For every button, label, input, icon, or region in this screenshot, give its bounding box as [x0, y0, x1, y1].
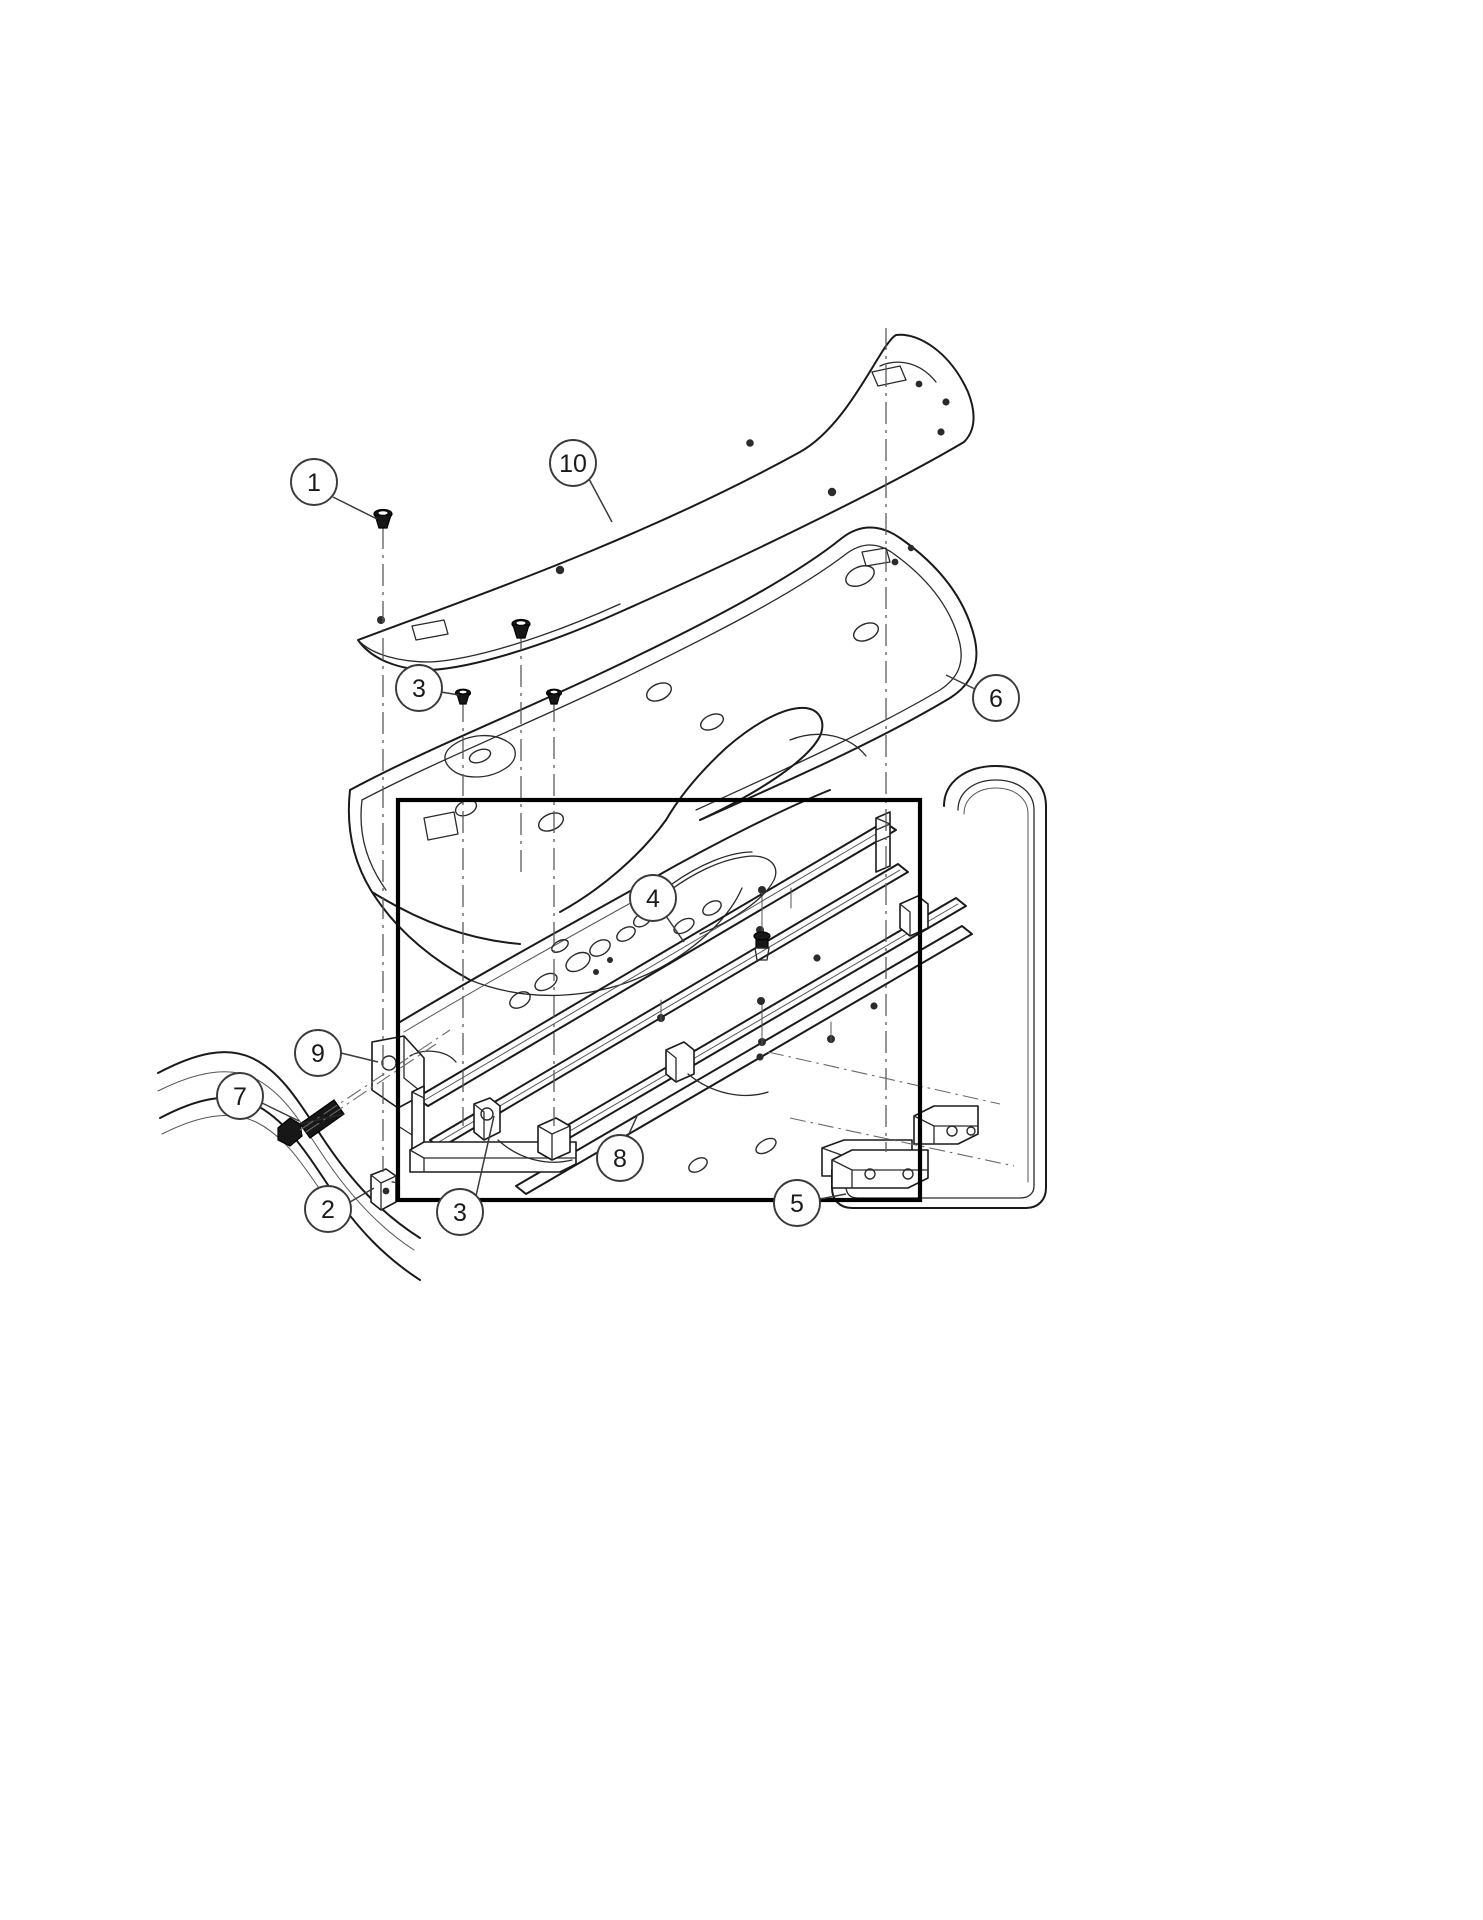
callout-bubbles: 1 10 3 6 4 9 7 [216, 439, 1020, 1236]
callout-label-3-lower: 3 [453, 1199, 467, 1227]
part-screw-mid [511, 618, 531, 639]
part-screw-pair-upper [454, 688, 563, 705]
callout-leaders [261, 478, 978, 1203]
callout-label-3-upper: 3 [412, 675, 426, 703]
callout-bubble-4[interactable]: 4 [629, 874, 677, 922]
callout-bubble-8[interactable]: 8 [596, 1134, 644, 1182]
callout-label-7: 7 [233, 1083, 247, 1111]
detail-boundary-box [395, 797, 923, 1203]
callout-label-4: 4 [646, 885, 660, 913]
part-frame-rail-assembly [409, 811, 973, 1195]
part-body-console-shell [347, 526, 978, 997]
callout-label-1: 1 [307, 469, 321, 497]
callout-bubble-6[interactable]: 6 [972, 674, 1020, 722]
part-upper-cowl-panel [357, 333, 975, 671]
callout-label-8: 8 [613, 1145, 627, 1173]
callout-label-6: 6 [989, 685, 1003, 713]
part-long-hex-bolt [277, 1043, 437, 1147]
callout-bubble-9[interactable]: 9 [294, 1029, 342, 1077]
callout-bubble-3-upper[interactable]: 3 [395, 664, 443, 712]
callout-label-10: 10 [559, 450, 587, 478]
callout-bubble-10[interactable]: 10 [549, 439, 597, 487]
callout-bubble-2[interactable]: 2 [304, 1185, 352, 1233]
assembly-centerlines [299, 328, 1015, 1172]
callout-bubble-5[interactable]: 5 [773, 1179, 821, 1227]
part-screw-top [373, 508, 393, 529]
callout-label-5: 5 [790, 1190, 804, 1218]
callout-label-2: 2 [321, 1196, 335, 1224]
callout-bubble-3-lower[interactable]: 3 [436, 1188, 484, 1236]
callout-bubble-7[interactable]: 7 [216, 1072, 264, 1120]
part-roll-bar-tube [831, 765, 1047, 1209]
part-clip-nut [370, 1168, 401, 1211]
callout-label-9: 9 [311, 1040, 325, 1068]
callout-bubble-1[interactable]: 1 [290, 458, 338, 506]
